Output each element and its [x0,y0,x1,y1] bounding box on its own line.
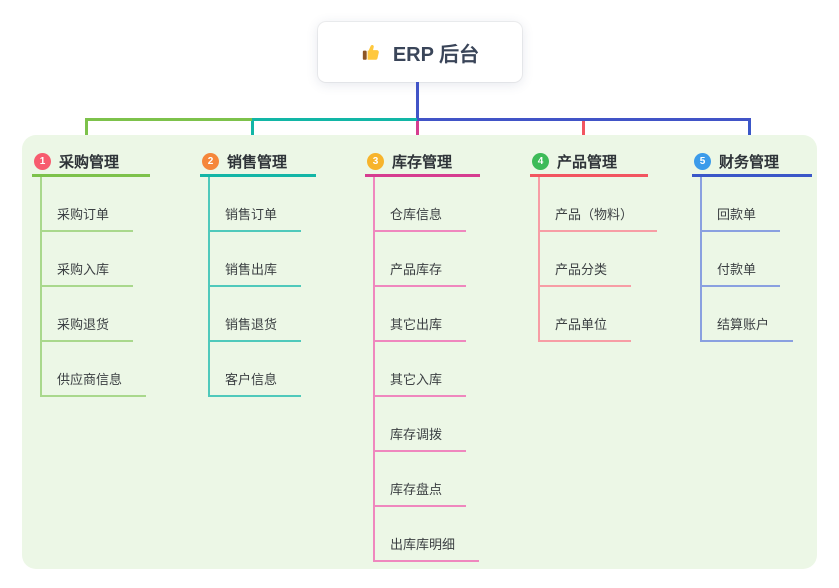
child-node: 回款单 [700,177,812,232]
drop-line-1 [85,121,88,148]
drop-line-4 [582,121,585,148]
child-node-label[interactable]: 回款单 [700,204,781,232]
child-node-label[interactable]: 库存盘点 [373,479,467,507]
child-node-label[interactable]: 结算账户 [700,314,794,342]
child-node: 其它出库 [373,287,480,342]
child-node-label[interactable]: 其它出库 [373,314,467,342]
child-node-label[interactable]: 仓库信息 [373,204,467,232]
branch-number-badge: 5 [694,152,711,170]
child-node-label[interactable]: 付款单 [700,259,781,287]
branch-销售管理: 2 销售管理销售订单销售出库销售退货客户信息 [200,148,316,397]
drop-line-3 [416,121,419,148]
child-node-label[interactable]: 产品（物料） [538,204,658,232]
branch-header-库存管理[interactable]: 3 库存管理 [365,148,480,177]
child-node: 供应商信息 [40,342,150,397]
child-node: 采购订单 [40,177,150,232]
child-node-label[interactable]: 产品库存 [373,259,467,287]
child-node: 采购入库 [40,232,150,287]
child-node-label[interactable]: 销售退货 [208,314,302,342]
drop-line-2 [251,121,254,148]
trunk-middle-line [252,118,417,121]
thumbs-up-icon [361,41,383,63]
branch-children: 产品（物料） 产品分类产品单位 [538,177,658,342]
trunk-right-line [417,118,751,121]
child-node: 付款单 [700,232,812,287]
child-node-label[interactable]: 供应商信息 [40,369,147,397]
child-node: 产品单位 [538,287,657,342]
root-label: ERP 后台 [392,43,480,66]
branch-number-badge: 3 [367,152,384,170]
child-node-label[interactable]: 采购入库 [40,259,134,287]
branch-header-产品管理[interactable]: 4 产品管理 [530,148,648,177]
branch-label: 销售管理 [227,153,288,171]
branch-children: 采购订单采购入库采购退货供应商信息 [40,177,150,397]
trunk-left-line [85,118,252,121]
child-node-label[interactable]: 产品分类 [538,259,632,287]
child-node: 销售订单 [208,177,316,232]
root-node[interactable]: ERP 后台 [318,22,522,82]
child-node: 销售出库 [208,232,316,287]
child-node: 出库库明细 [373,507,480,562]
branch-children: 销售订单销售出库销售退货客户信息 [208,177,316,397]
branch-number-badge: 4 [532,152,549,170]
child-node: 产品分类 [538,232,657,287]
branch-采购管理: 1 采购管理采购订单采购入库采购退货供应商信息 [32,148,150,397]
child-node: 客户信息 [208,342,316,397]
branches-panel [22,135,817,569]
branch-children: 仓库信息产品库存其它出库其它入库库存调拨库存盘点出库库明细 [373,177,480,562]
child-node-label[interactable]: 采购订单 [40,204,134,232]
child-node: 仓库信息 [373,177,480,232]
branch-number-badge: 2 [202,152,219,170]
child-node-label[interactable]: 销售出库 [208,259,302,287]
child-node: 结算账户 [700,287,812,342]
branch-label: 库存管理 [392,153,453,171]
branch-财务管理: 5 财务管理回款单付款单结算账户 [692,148,812,342]
child-node-label[interactable]: 出库库明细 [373,534,480,562]
branch-库存管理: 3 库存管理仓库信息产品库存其它出库其它入库库存调拨库存盘点出库库明细 [365,148,480,562]
child-node-label[interactable]: 库存调拨 [373,424,467,452]
branch-产品管理: 4 产品管理产品（物料） 产品分类产品单位 [530,148,658,342]
child-node: 采购退货 [40,287,150,342]
branch-label: 采购管理 [59,153,120,171]
branch-label: 财务管理 [719,153,780,171]
drop-line-5 [748,121,751,148]
branch-children: 回款单付款单结算账户 [700,177,812,342]
child-node-label[interactable]: 客户信息 [208,369,302,397]
child-node-label[interactable]: 其它入库 [373,369,467,397]
child-node: 库存盘点 [373,452,480,507]
child-node-label[interactable]: 产品单位 [538,314,632,342]
child-node: 库存调拨 [373,397,480,452]
child-node: 其它入库 [373,342,480,397]
child-node: 产品（物料） [538,177,658,232]
branch-header-销售管理[interactable]: 2 销售管理 [200,148,316,177]
branch-header-采购管理[interactable]: 1 采购管理 [32,148,150,177]
child-node: 产品库存 [373,232,480,287]
root-stem-line [416,82,419,121]
branch-header-财务管理[interactable]: 5 财务管理 [692,148,812,177]
child-node-label[interactable]: 采购退货 [40,314,134,342]
child-node: 销售退货 [208,287,316,342]
branch-number-badge: 1 [34,152,51,170]
child-node-label[interactable]: 销售订单 [208,204,302,232]
branch-label: 产品管理 [557,153,618,171]
